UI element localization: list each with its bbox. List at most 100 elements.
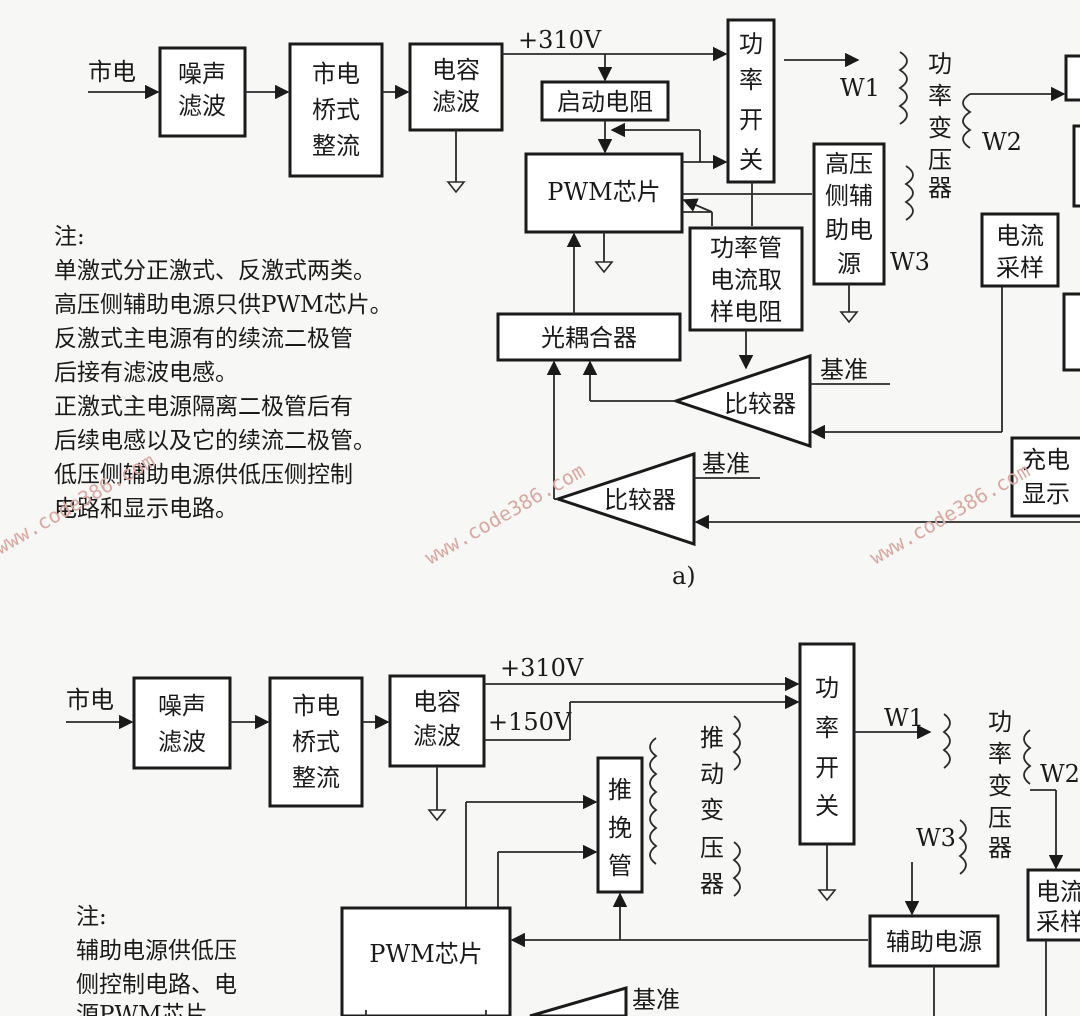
cs-b-label-1: 电流 [1036,878,1080,906]
charge-display-label-1: 充电 [1022,446,1070,474]
hv-aux-power-block [812,142,886,286]
reference-2-label: 基准 [702,450,750,478]
tb-label-3: 变 [988,772,1012,800]
current-sample-block-a [980,212,1060,288]
sense-label-1: 功率管 [710,234,782,262]
diagram-a: 市电 噪声 滤波 市电 桥式 整流 电容 滤波 +310V 启动电阻 功 率 开… [54,18,1080,590]
push-pull-block [596,756,644,894]
winding-w3-label-b: W3 [916,824,956,852]
bridge-label-2: 桥式 [312,96,360,124]
right-block-partial [1072,124,1080,208]
ground-symbol [446,181,466,194]
noise-filter-label-1: 噪声 [178,60,226,88]
cap-b-label-1: 电容 [413,688,461,716]
dt-label-4: 压 [700,834,724,862]
comparator-b-partial [529,986,628,1016]
dt-label-3: 变 [700,796,724,824]
pwm-chip-label-a: PWM芯片 [547,178,660,206]
reference-b-label: 基准 [632,986,680,1014]
note-a-2: 高压侧辅助电源只供PWM芯片。 [54,292,393,318]
noise-filter-label-2: 滤波 [178,92,226,120]
bridge-b-label-1: 市电 [292,692,340,720]
cap-filter-block-a [408,42,504,132]
power-switch-block-a [726,18,776,184]
power-switch-label-4: 关 [739,146,763,174]
pwm-chip-label-b: PWM芯片 [369,940,482,968]
cs-b-label-2: 采样 [1036,908,1080,936]
tb-label-4: 压 [988,804,1012,832]
tb-label-5: 器 [988,834,1012,862]
power-switch-label-2: 率 [739,66,763,94]
watermark-3: www.code386.com [866,458,1034,569]
notes-b: 注: 辅助电源供低压 侧控制电路、电 源PWM芯片 [76,904,237,1016]
transformer-a-label-3: 变 [928,114,952,142]
note-b-2: 侧控制电路、电 [76,972,237,998]
right-block-partial-2 [1062,292,1080,372]
pwm-chip-block-a [524,152,684,234]
note-b-0: 注: [76,904,107,930]
dt-label-1: 推 [700,724,724,752]
comparator-1 [671,353,812,449]
pp-label-1: 推 [608,776,632,804]
comparator-1-label: 比较器 [724,390,796,418]
note-a-4: 后接有滤波电感。 [54,360,238,386]
dt-label-2: 动 [700,760,724,788]
dt-label-5: 器 [700,870,724,898]
start-resistor-label: 启动电阻 [557,88,653,116]
noise-filter-block-b [132,676,232,770]
power-switch-label-1: 功 [739,30,763,58]
tb-label-1: 功 [988,708,1012,736]
winding-w1-label-b: W1 [884,704,924,732]
tb-label-2: 率 [988,740,1012,768]
watermark-2: www.code386.com [421,458,589,569]
voltage-150-label-b: +150V [488,708,572,736]
note-a-7: 低压侧辅助电源供低压侧控制 [54,462,353,488]
note-b-1: 辅助电源供低压 [76,938,237,964]
transformer-a-label-4: 压 [928,146,952,174]
transformer-a-label-5: 器 [928,174,952,202]
ps-b-label-4: 关 [815,792,839,820]
caption-a: a) [672,562,696,590]
aux-power-label: 辅助电源 [886,928,982,956]
transformer-a-label-2: 率 [928,82,952,110]
current-sense-resistor-block [688,226,804,332]
charge-display-block [1010,436,1080,518]
cap-filter-label-1: 电容 [432,56,480,84]
current-sample-block-b [1026,868,1080,942]
winding-w2-label-a: W2 [982,128,1022,156]
bridge-b-label-2: 桥式 [292,728,340,756]
comparator-2 [553,451,696,547]
hv-aux-label-1: 高压 [825,150,873,178]
optocoupler-block [496,312,682,362]
bridge-b-label-3: 整流 [292,764,340,792]
hv-aux-label-4: 源 [837,250,861,278]
bridge-rectifier-block-b [268,676,364,808]
note-b-3: 源PWM芯片 [76,1002,208,1016]
cap-filter-label-2: 滤波 [432,88,480,116]
diagram-b: 市电 噪声 滤波 市电 桥式 整流 电容 滤波 +310V +150V 功 率 … [66,642,1080,1016]
hv-aux-label-3: 助电 [825,216,873,244]
note-a-5: 正激式主电源隔离二极管后有 [54,394,353,420]
sense-label-2: 电流取 [710,266,782,294]
mains-input-label-b: 市电 [66,686,114,714]
voltage-310-label-a: +310V [518,26,602,54]
cap-b-label-2: 滤波 [413,722,461,750]
ps-b-label-2: 率 [815,714,839,742]
power-switch-label-3: 开 [739,106,763,134]
pp-label-3: 管 [608,852,632,880]
current-sample-label-2: 采样 [996,254,1044,282]
bridge-label-1: 市电 [312,60,360,88]
comparator-2-label: 比较器 [604,486,676,514]
note-a-1: 单激式分正激式、反激式两类。 [54,258,376,284]
reference-1-label: 基准 [820,356,868,384]
winding-w1-label-a: W1 [840,74,880,102]
note-a-0: 注: [54,224,85,250]
transformer-a-label-1: 功 [928,50,952,78]
pp-label-2: 挽 [608,814,632,842]
charge-display-label-2: 显示 [1022,480,1070,508]
noise-b-label-2: 滤波 [158,728,206,756]
note-a-6: 后续电感以及它的续流二极管。 [54,428,376,454]
notes-a: 注: 单激式分正激式、反激式两类。 高压侧辅助电源只供PWM芯片。 反激式主电源… [54,224,393,522]
pwm-chip-block-b [340,906,512,1016]
